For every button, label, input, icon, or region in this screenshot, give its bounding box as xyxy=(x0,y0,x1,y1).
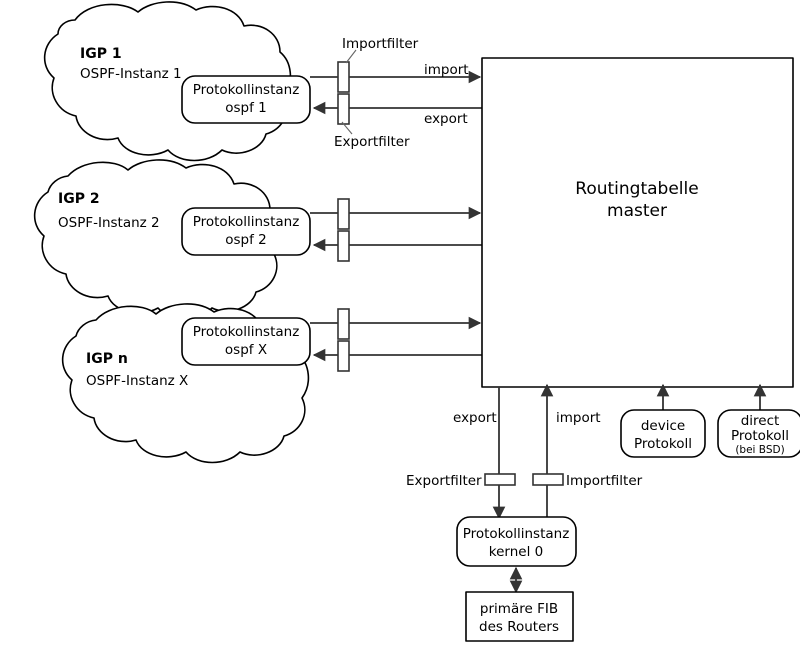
kernel-import-label: import xyxy=(556,410,601,426)
exportfilter-ospf-1[interactable] xyxy=(337,93,350,125)
cloud-igp-2: IGP 2 OSPF-Instanz 2 xyxy=(33,159,282,320)
protocol-instance-ospf-2-line1: Protokollinstanz xyxy=(193,214,300,230)
cloud-igp-1-subtitle: OSPF-Instanz 1 xyxy=(80,66,182,82)
direct-protokoll-box[interactable] xyxy=(717,409,800,458)
device-protokoll-line2: Protokoll xyxy=(634,436,692,452)
primary-fib[interactable]: primäre FIB des Routers xyxy=(465,591,574,642)
protocol-instance-ospf-2-box[interactable] xyxy=(181,207,311,256)
primary-fib-line2: des Routers xyxy=(479,619,559,635)
routing-table-master-line2: master xyxy=(607,201,667,221)
exportfilter-label-top: Exportfilter xyxy=(334,134,410,150)
import-label-top: import xyxy=(424,62,469,78)
kernel-export-label: export xyxy=(453,410,497,426)
protocol-instance-kernel-0[interactable]: Protokollinstanz kernel 0 xyxy=(456,516,577,567)
protocol-instance-kernel-0-box[interactable] xyxy=(456,516,577,567)
export-label-top: export xyxy=(424,111,468,127)
direct-protokoll[interactable]: direct Protokoll (bei BSD) xyxy=(717,409,800,458)
importfilter-ospf-2[interactable] xyxy=(337,198,350,230)
protocol-instance-kernel-0-line1: Protokollinstanz xyxy=(463,526,570,542)
importfilter-ospf-x[interactable] xyxy=(337,308,350,340)
protocol-instance-ospf-x-box[interactable] xyxy=(181,317,311,366)
protocol-instance-ospf-1-line2: ospf 1 xyxy=(225,100,267,116)
protocol-instance-ospf-2-line2: ospf 2 xyxy=(225,232,267,248)
device-protokoll-box[interactable] xyxy=(620,409,706,458)
direct-protokoll-line3: (bei BSD) xyxy=(735,444,784,456)
importfilter-ospf-1[interactable] xyxy=(337,61,350,93)
exportfilter-kernel[interactable] xyxy=(484,473,516,486)
protocol-instance-ospf-x[interactable]: Protokollinstanz ospf X xyxy=(181,317,311,366)
protocol-instance-ospf-1[interactable]: Protokollinstanz ospf 1 xyxy=(181,75,311,124)
protocol-instance-ospf-2[interactable]: Protokollinstanz ospf 2 xyxy=(181,207,311,256)
cloud-igp-2-title: IGP 2 xyxy=(58,191,100,207)
protocol-instance-ospf-1-box[interactable] xyxy=(181,75,311,124)
primary-fib-line1: primäre FIB xyxy=(480,601,558,617)
routing-table-master-line1: Routingtabelle xyxy=(575,179,698,199)
importfilter-label-top: Importfilter xyxy=(342,36,419,52)
direct-protokoll-line2: Protokoll xyxy=(731,428,789,444)
importfilter-ospf-1-leader xyxy=(345,49,357,64)
flow-row-2 xyxy=(310,206,482,252)
device-protokoll[interactable]: device Protokoll xyxy=(620,409,706,458)
cloud-igp-1-title: IGP 1 xyxy=(80,46,122,62)
flow-row-1 xyxy=(310,70,482,115)
protocol-instance-ospf-x-line1: Protokollinstanz xyxy=(193,324,300,340)
flow-row-3 xyxy=(310,316,482,362)
exportfilter-label-kernel: Exportfilter xyxy=(406,473,482,489)
protocol-instance-kernel-0-line2: kernel 0 xyxy=(489,544,543,560)
routing-table-master[interactable]: Routingtabelle master xyxy=(481,57,794,388)
direct-protokoll-line1: direct xyxy=(741,413,780,429)
protocol-instance-ospf-1-line1: Protokollinstanz xyxy=(193,82,300,98)
cloud-igp-n-title: IGP n xyxy=(86,351,128,367)
exportfilter-ospf-2[interactable] xyxy=(337,230,350,262)
primary-fib-box[interactable] xyxy=(465,591,574,642)
exportfilter-ospf-1-leader xyxy=(341,121,353,135)
protocol-instance-ospf-x-line2: ospf X xyxy=(225,342,267,358)
cloud-igp-2-subtitle: OSPF-Instanz 2 xyxy=(58,215,160,231)
importfilter-kernel[interactable] xyxy=(532,473,564,486)
filters-row-3 xyxy=(337,308,350,372)
filters-row-2 xyxy=(337,198,350,262)
cloud-igp-n-subtitle: OSPF-Instanz X xyxy=(86,373,188,389)
importfilter-label-kernel: Importfilter xyxy=(566,473,643,489)
device-protokoll-line1: device xyxy=(641,418,685,434)
routing-table-master-box[interactable] xyxy=(481,57,794,388)
exportfilter-ospf-x[interactable] xyxy=(337,340,350,372)
filters-row-1 xyxy=(337,49,357,135)
